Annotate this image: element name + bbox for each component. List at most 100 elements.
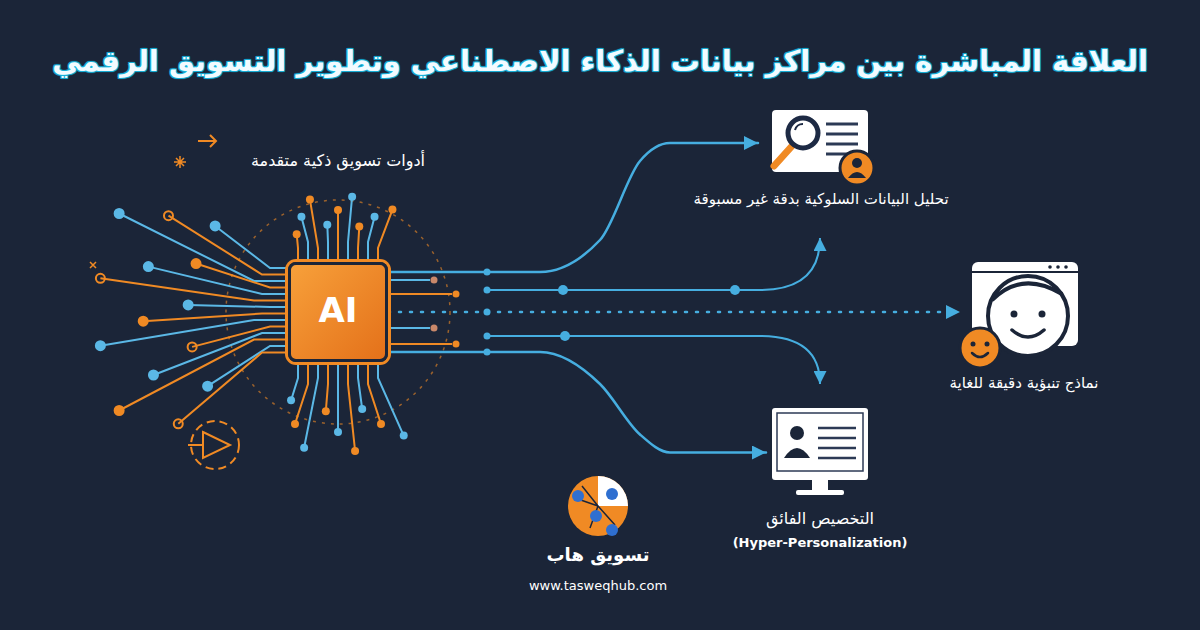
circuit-trace: [337, 210, 339, 262]
circuit-trace: [326, 362, 328, 411]
circuit-trace: [388, 279, 430, 281]
logo-dot: [606, 524, 618, 536]
circuit-node: [293, 230, 301, 238]
circuit-trace: [388, 327, 430, 329]
circuit-node: [348, 193, 356, 201]
circuit-node: [203, 382, 212, 391]
circuit-trace: [215, 226, 288, 268]
person-badge: [840, 151, 874, 185]
magnifier-lens: [788, 118, 818, 148]
window-dot: [1048, 265, 1052, 269]
analysis-icon-box: تحليل البيانات السلوكية بدقة غير مسبوقة: [760, 108, 882, 178]
node-label: نماذج تنبؤية دقيقة للغاية: [950, 374, 1099, 392]
play-symbol: [188, 432, 230, 458]
logo-dot: [606, 488, 618, 500]
title: العلاقة المباشرة بين مراكز بيانات الذكاء…: [0, 44, 1200, 78]
flow-arrow: [388, 311, 960, 314]
arrow-symbol: [198, 135, 216, 147]
node-label: تحليل البيانات السلوكية بدقة غير مسبوقة: [693, 190, 948, 208]
circuit-node: [96, 274, 105, 283]
monitor-screen: [777, 413, 863, 471]
circuit-node: [431, 277, 438, 284]
magnifier-handle: [774, 146, 792, 166]
prediction-icon-box: نماذج تنبؤية دقيقة للغاية: [962, 262, 1086, 362]
circuit-trace: [310, 199, 318, 262]
person-head: [852, 158, 862, 168]
circuit-node: [184, 300, 193, 309]
monitor-stand: [812, 480, 828, 490]
ai-chip: أدوات تسويق ذكية متقدمةAI: [288, 262, 388, 362]
circuit-node: [334, 428, 342, 436]
logo-segment: [598, 476, 628, 506]
face-eye: [985, 342, 990, 347]
window-dot: [1056, 265, 1060, 269]
circuit-node: [291, 420, 299, 428]
text-line: [818, 457, 856, 460]
circuit-node: [453, 341, 460, 348]
circuit-node: [453, 291, 460, 298]
circuit-node: [358, 405, 366, 413]
circuit-node: [351, 447, 359, 455]
circuit-trace: [148, 267, 288, 294]
lens-glint: [795, 124, 803, 130]
circuit-node: [149, 370, 158, 379]
circuit-trace: [368, 217, 375, 262]
face-hair: [992, 283, 1062, 300]
circuit-node: [300, 444, 308, 452]
circuit-node: [400, 432, 408, 440]
circuit-trace: [388, 293, 452, 295]
circuit-trace: [119, 340, 288, 411]
circuit-node: [355, 223, 363, 231]
circuit-trace: [378, 210, 393, 262]
circuit-trace: [337, 362, 339, 432]
flow-dot: [484, 287, 491, 294]
flow-dot: [484, 333, 491, 340]
logo-dot: [572, 490, 584, 502]
flow-arrow: [388, 352, 766, 453]
person-head: [790, 426, 804, 440]
text-line: [818, 447, 856, 450]
flow-line: [487, 238, 820, 290]
circuit-trace: [295, 362, 308, 424]
face-smile: [1012, 330, 1044, 337]
document-icon: [772, 110, 868, 172]
circuit-trace: [388, 343, 452, 345]
person-body: [848, 172, 866, 178]
circuit-node: [371, 213, 379, 221]
circuit-node: [287, 396, 295, 404]
circuit-trace: [358, 227, 359, 262]
website-url: www.tasweqhub.com: [529, 578, 667, 593]
circuit-trace: [301, 217, 308, 262]
circuit-node: [297, 213, 305, 221]
person-body: [784, 448, 810, 458]
flow-dot: [558, 285, 568, 295]
node-sublabel: (Hyper-Personalization): [733, 535, 908, 550]
flow-dot: [730, 285, 740, 295]
node-label: التخصيص الفائق: [766, 509, 874, 528]
circuit-node: [115, 406, 124, 415]
circuit-node: [388, 206, 396, 214]
circuit-node: [377, 420, 385, 428]
circuit-trace: [326, 225, 329, 262]
spark-symbol: [174, 156, 186, 168]
circuit-node: [164, 211, 173, 220]
circuit-node: [174, 419, 183, 428]
circuit-trace: [169, 216, 289, 275]
window-dot: [1064, 265, 1068, 269]
circuit-trace: [178, 353, 288, 424]
circuit-trace: [196, 264, 288, 288]
text-line: [826, 143, 858, 146]
circuit-trace: [368, 362, 381, 424]
circuit-trace: [304, 362, 318, 448]
circuit-node: [139, 317, 148, 326]
text-line: [818, 437, 856, 440]
window-bar: [972, 271, 1078, 273]
circuit-node: [431, 325, 438, 332]
circuit-node: [323, 221, 331, 229]
text-line: [818, 427, 856, 430]
brand-name: تسويق هاب: [547, 544, 650, 565]
text-line: [826, 123, 858, 126]
flow-line: [487, 336, 820, 384]
